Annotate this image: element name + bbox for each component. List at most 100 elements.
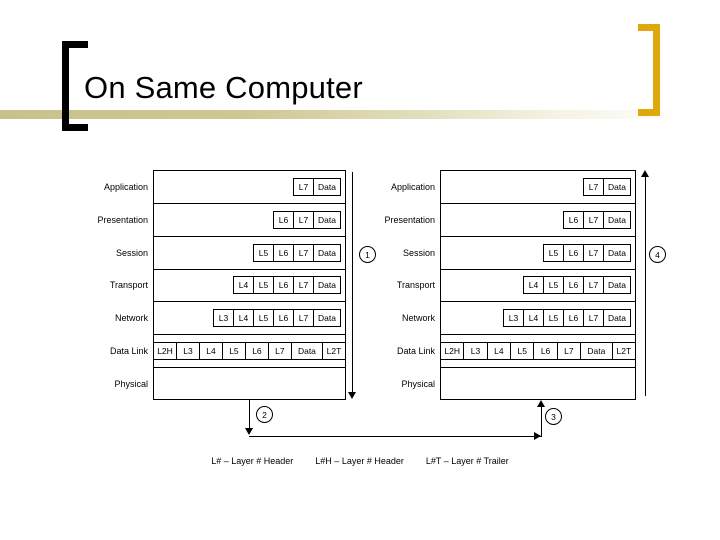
pdu-cell: Data <box>581 343 613 360</box>
pdu-cell: L4 <box>234 277 255 294</box>
layer-label: Transport <box>396 280 435 291</box>
layer-row: Physical <box>114 368 345 401</box>
pdu-cell: L3 <box>214 310 235 327</box>
pdu-cell: L5 <box>544 277 565 294</box>
transmission-arrow-head <box>534 432 541 440</box>
arrow-4-line <box>645 176 647 396</box>
pdu-cell: Data <box>318 313 336 324</box>
bracket-left-decoration <box>62 41 88 131</box>
pdu-cell: Data <box>292 343 323 360</box>
arrow-2-line <box>249 400 251 432</box>
marker-1: 1 <box>359 246 376 263</box>
pdu-cell: L3 <box>504 310 525 327</box>
marker-3: 3 <box>545 408 562 425</box>
pdu-cell: L5 <box>223 343 246 360</box>
page-title: On Same Computer <box>84 70 363 105</box>
pdu-cell: L6 <box>246 343 269 360</box>
pdu-cell: L7 <box>584 310 605 327</box>
pdu-cell: Data <box>318 280 336 291</box>
layer-label: Session <box>115 247 148 258</box>
title-gradient-bar <box>0 110 690 119</box>
pdu-cell: L5 <box>254 277 275 294</box>
pdu-cell: Data <box>318 247 336 258</box>
pdu-cell: Data <box>608 247 626 258</box>
pdu-cell: L7 <box>269 343 292 360</box>
layer-label: Application <box>390 181 435 192</box>
pdu-cell: L7 <box>294 277 315 294</box>
pdu-cell: Data <box>318 214 336 225</box>
transmission-line <box>249 436 541 438</box>
pdu-cell: L4 <box>200 343 223 360</box>
pdu-cell: Data <box>608 280 626 291</box>
pdu-cell: L6 <box>274 310 295 327</box>
pdu-cell: L5 <box>544 244 565 261</box>
arrow-2-head <box>245 428 253 435</box>
slide-title-area: On Same Computer <box>0 0 720 150</box>
layer-label: Presentation <box>384 214 435 225</box>
pdu-cell: L7 <box>294 310 315 327</box>
pdu-cell: L4 <box>524 277 545 294</box>
pdu-cell: L5 <box>254 310 275 327</box>
pdu-cell: L2H <box>441 343 465 360</box>
pdu-cell: L7 <box>294 178 315 195</box>
arrow-3-line <box>541 404 543 437</box>
pdu-cell: L6 <box>564 277 585 294</box>
pdu-cell: L5 <box>544 310 565 327</box>
bracket-right-decoration <box>638 24 660 116</box>
pdu-cell: L6 <box>534 343 558 360</box>
arrow-1-line <box>352 172 354 394</box>
layer-label: Network <box>401 313 435 324</box>
pdu-cell: Data <box>318 181 336 192</box>
pdu-cell: L7 <box>294 244 315 261</box>
arrow-1-head <box>348 392 356 399</box>
pdu-cell: L2T <box>616 346 632 357</box>
pdu-cell: L7 <box>294 211 315 228</box>
pdu-cell: L4 <box>488 343 512 360</box>
pdu-cell: L5 <box>254 244 275 261</box>
pdu-cell: L6 <box>274 211 295 228</box>
pdu-cell: L7 <box>584 178 605 195</box>
layer-label: Presentation <box>97 214 148 225</box>
pdu-cell: L6 <box>564 211 585 228</box>
pdu-cell: L6 <box>564 244 585 261</box>
pdu-cell: L7 <box>584 244 605 261</box>
layer-label: Data Link <box>109 346 148 357</box>
pdu-cell: L4 <box>234 310 255 327</box>
pdu-cell: L3 <box>177 343 200 360</box>
layer-label: Physical <box>401 379 435 390</box>
pdu-cell: L2H <box>154 343 177 360</box>
pdu-cell: Data <box>608 181 626 192</box>
layer-label: Network <box>114 313 148 324</box>
pdu-cell: L2T <box>326 346 342 357</box>
layer-label: Session <box>402 247 435 258</box>
legend-item-layer-header-h: L#H – Layer # Header <box>315 456 404 466</box>
layer-label: Transport <box>109 280 148 291</box>
pdu-cell: L7 <box>584 211 605 228</box>
arrow-3-head <box>537 400 545 407</box>
pdu-cell: Data <box>608 313 626 324</box>
pdu-cell: L3 <box>464 343 488 360</box>
